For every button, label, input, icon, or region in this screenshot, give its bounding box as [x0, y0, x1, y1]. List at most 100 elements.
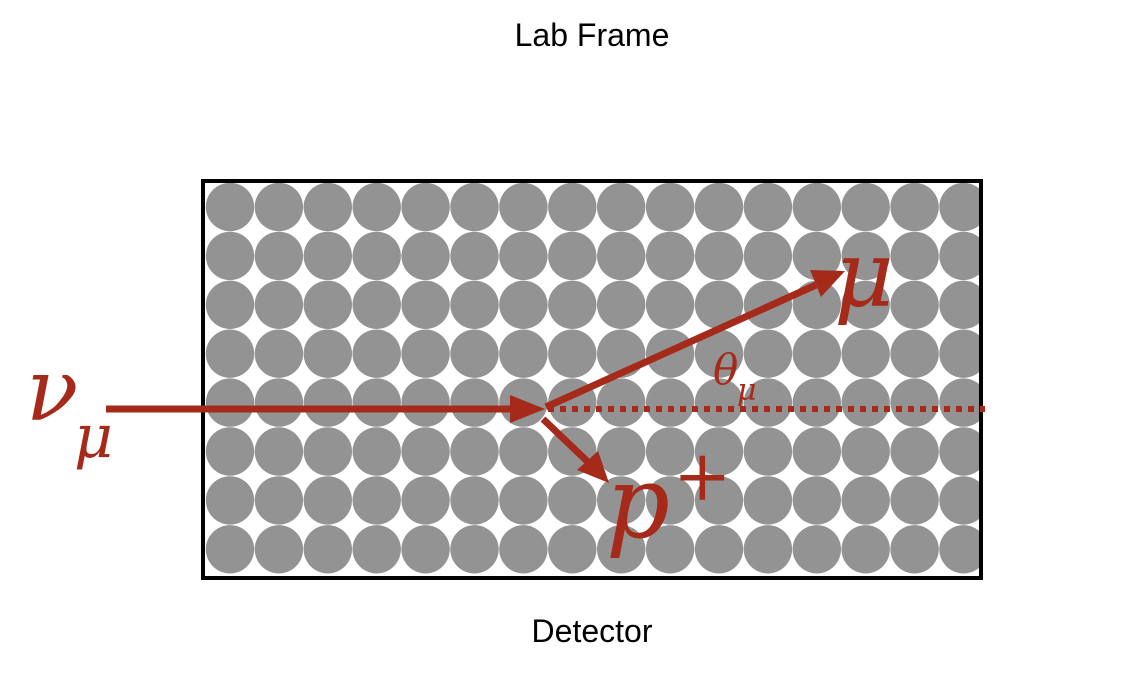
nucleon [743, 183, 793, 232]
nucleon [303, 280, 352, 329]
nucleon [352, 476, 401, 525]
nucleon [890, 378, 939, 427]
nucleon [352, 231, 401, 281]
nucleon [743, 476, 793, 525]
nucleon [254, 329, 304, 378]
nucleon [939, 378, 979, 427]
nucleon [499, 329, 548, 378]
nucleon [205, 231, 255, 281]
nucleon [597, 280, 646, 329]
nucleon [352, 280, 401, 329]
nucleon [645, 476, 695, 525]
nucleon [841, 280, 890, 329]
nucleon [401, 231, 450, 281]
theta-label: θ μ [713, 345, 757, 408]
nucleon [597, 183, 646, 232]
diagram-title: Lab Frame [515, 17, 670, 53]
proton-superscript: + [673, 435, 732, 517]
nucleon [254, 231, 304, 281]
nucleon [499, 525, 548, 574]
nucleon [548, 329, 597, 378]
nucleon [597, 378, 646, 427]
nucleon [401, 427, 450, 476]
nucleon [352, 329, 401, 378]
nucleon [939, 183, 979, 232]
muon-arrow [544, 270, 845, 411]
nucleon [841, 183, 890, 232]
incoming-neutrino-arrow [106, 395, 545, 423]
nucleon [401, 525, 450, 574]
nucleon [694, 525, 744, 574]
nucleon [303, 476, 352, 525]
nucleon [303, 231, 352, 281]
nucleon [254, 378, 304, 427]
nucleon [890, 280, 939, 329]
nucleon [939, 329, 979, 378]
nucleon [743, 329, 793, 378]
nucleon [694, 231, 744, 281]
nucleon [645, 280, 695, 329]
nucleon [254, 183, 304, 232]
nucleon [939, 476, 979, 525]
nucleon [890, 427, 939, 476]
nucleon [401, 378, 450, 427]
nucleon [401, 329, 450, 378]
nucleon [450, 525, 499, 574]
nucleon [205, 427, 255, 476]
nucleon [841, 427, 890, 476]
nucleon [890, 183, 939, 232]
nucleon [645, 183, 695, 232]
nucleon [450, 427, 499, 476]
muon-label: μ [834, 221, 894, 328]
nucleon [743, 427, 793, 476]
theta-symbol: θ [713, 345, 738, 394]
neutrino-label: ν μ [26, 341, 113, 472]
nucleon [743, 231, 793, 281]
nucleon [401, 183, 450, 232]
nucleon [939, 525, 979, 574]
neutrino-subscript: μ [74, 402, 113, 472]
nucleon [939, 280, 979, 329]
nucleon [890, 525, 939, 574]
nucleon [352, 378, 401, 427]
nucleon [548, 183, 597, 232]
nucleon [254, 525, 304, 574]
nucleon [939, 427, 979, 476]
theta-subscript: μ [737, 373, 757, 408]
nucleon [401, 280, 450, 329]
nucleon [694, 427, 744, 476]
nucleon [597, 476, 646, 525]
nucleon [499, 183, 548, 232]
nucleon [792, 183, 841, 232]
nucleon [694, 329, 744, 378]
nucleon [792, 476, 841, 525]
nucleon [939, 231, 979, 281]
nucleon [694, 280, 744, 329]
nucleon [841, 329, 890, 378]
nucleon [303, 183, 352, 232]
nucleon [205, 476, 255, 525]
nucleon [645, 525, 695, 574]
nucleon [597, 231, 646, 281]
nucleon [645, 427, 695, 476]
nucleon [205, 525, 255, 574]
nucleon [645, 378, 695, 427]
nucleon [499, 427, 548, 476]
nucleon [548, 280, 597, 329]
nucleon [694, 183, 744, 232]
nucleon [352, 183, 401, 232]
nucleon [792, 378, 841, 427]
nucleon [499, 476, 548, 525]
detector-frame [201, 179, 983, 580]
nucleon [890, 476, 939, 525]
nucleon [254, 280, 304, 329]
nucleon [450, 329, 499, 378]
nucleon [841, 231, 890, 281]
nucleon [499, 280, 548, 329]
nucleon [205, 329, 255, 378]
nucleon [254, 476, 304, 525]
nucleon [303, 525, 352, 574]
nucleon [205, 378, 255, 427]
